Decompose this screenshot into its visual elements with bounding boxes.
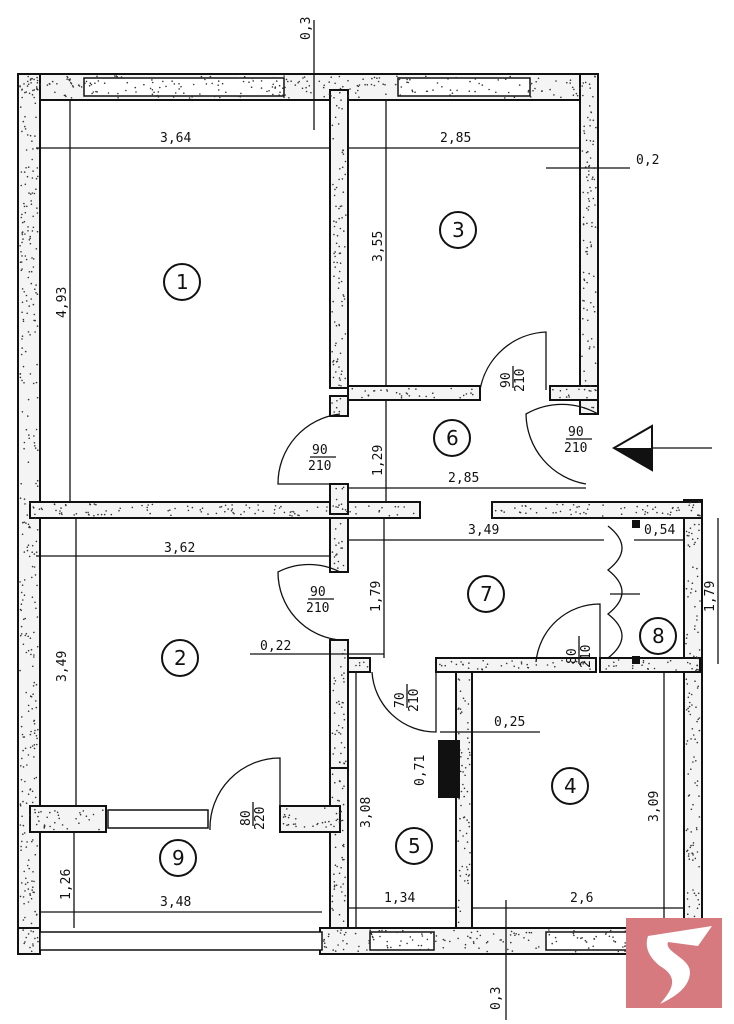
svg-text:210: 210 xyxy=(579,645,594,668)
dim-wall-right: 0,2 xyxy=(636,153,659,168)
dim-hall7-height: 1,79 xyxy=(369,581,384,612)
room-9[interactable]: 9 xyxy=(159,839,197,877)
windows xyxy=(39,77,637,951)
closet-marker-top xyxy=(632,520,640,528)
dim-wall-bottom: 0,3 xyxy=(489,987,504,1010)
room-7-number: 7 xyxy=(480,582,493,606)
svg-text:220: 220 xyxy=(253,807,268,830)
svg-text:80: 80 xyxy=(239,810,254,826)
dim-room4-height: 3,09 xyxy=(647,791,662,822)
vent-duct xyxy=(438,740,460,798)
svg-text:90: 90 xyxy=(568,425,584,440)
dim-hall6-height: 1,29 xyxy=(371,445,386,476)
dim-hall6-width: 2,85 xyxy=(448,471,479,486)
room-8-number: 8 xyxy=(652,624,665,648)
dim-hall7-width: 3,49 xyxy=(468,523,499,538)
room-3[interactable]: 3 xyxy=(439,211,477,249)
dim-duct: 0,71 xyxy=(413,755,428,786)
dim-room9-height: 1,26 xyxy=(59,869,74,900)
dim-closet-width: 0,54 xyxy=(644,523,675,538)
dim-outer-height: 1,79 xyxy=(703,581,718,612)
bird-logo-icon xyxy=(626,918,722,1008)
room-1-number: 1 xyxy=(176,270,189,294)
door-label-room1: 90 210 xyxy=(308,443,336,474)
room-2[interactable]: 2 xyxy=(161,639,199,677)
triangle-arrow-icon xyxy=(612,424,653,472)
room-4-number: 4 xyxy=(564,774,577,798)
dim-room2-width: 3,62 xyxy=(164,541,195,556)
room-5-number: 5 xyxy=(408,834,421,858)
dim-wall-bath: 0,25 xyxy=(494,715,525,730)
dimension-lines xyxy=(36,20,719,1020)
dim-room4-width: 2,6 xyxy=(570,891,593,906)
dim-room9-width: 3,48 xyxy=(160,895,191,910)
room-6-number: 6 xyxy=(446,426,459,450)
door-labels: 90 210 90 210 90 210 90 210 80 210 70 21… xyxy=(239,366,594,830)
dim-room1-width: 3,64 xyxy=(160,131,191,146)
dim-room1-height: 4,93 xyxy=(55,287,70,318)
dim-room5-width: 1,34 xyxy=(384,891,415,906)
svg-text:210: 210 xyxy=(513,369,528,392)
svg-text:210: 210 xyxy=(306,601,329,616)
closet-marker-bottom xyxy=(632,656,640,664)
door-swings xyxy=(209,331,640,831)
dim-wall-gap: 0,22 xyxy=(260,639,291,654)
door-label-entry: 90 210 xyxy=(564,425,592,456)
svg-text:80: 80 xyxy=(565,648,580,664)
room-1[interactable]: 1 xyxy=(163,263,201,301)
wall-texture xyxy=(19,75,701,953)
svg-text:90: 90 xyxy=(312,443,328,458)
dim-room5-height: 3,08 xyxy=(359,797,374,828)
svg-text:210: 210 xyxy=(407,689,422,712)
door-label-room5: 70 210 xyxy=(393,684,422,712)
room-5[interactable]: 5 xyxy=(395,827,433,865)
dim-room3-height: 3,55 xyxy=(371,231,386,262)
dim-room2-height: 3,49 xyxy=(55,651,70,682)
room-8[interactable]: 8 xyxy=(639,617,677,655)
door-label-room9: 80 220 xyxy=(239,802,268,830)
door-label-room3: 90 210 xyxy=(499,366,528,392)
room-2-number: 2 xyxy=(174,646,187,670)
svg-text:90: 90 xyxy=(310,585,326,600)
room-9-number: 9 xyxy=(172,846,185,870)
dim-wall-top: 0,3 xyxy=(299,17,314,40)
room-numbers: 1 2 3 4 5 6 7 8 9 xyxy=(159,211,677,877)
door-label-room2: 90 210 xyxy=(306,585,334,616)
room-4[interactable]: 4 xyxy=(551,767,589,805)
room-3-number: 3 xyxy=(452,218,465,242)
svg-text:70: 70 xyxy=(393,692,408,708)
room-7[interactable]: 7 xyxy=(467,575,505,613)
room-6[interactable]: 6 xyxy=(433,419,471,457)
svg-text:210: 210 xyxy=(564,441,587,456)
svg-text:90: 90 xyxy=(499,372,514,388)
dim-room3-width: 2,85 xyxy=(440,131,471,146)
door-label-room8: 80 210 xyxy=(565,636,594,668)
svg-text:210: 210 xyxy=(308,459,331,474)
dimension-labels: 0,3 3,64 4,93 2,85 3,55 0,2 1,29 2,85 3,… xyxy=(55,17,718,1010)
